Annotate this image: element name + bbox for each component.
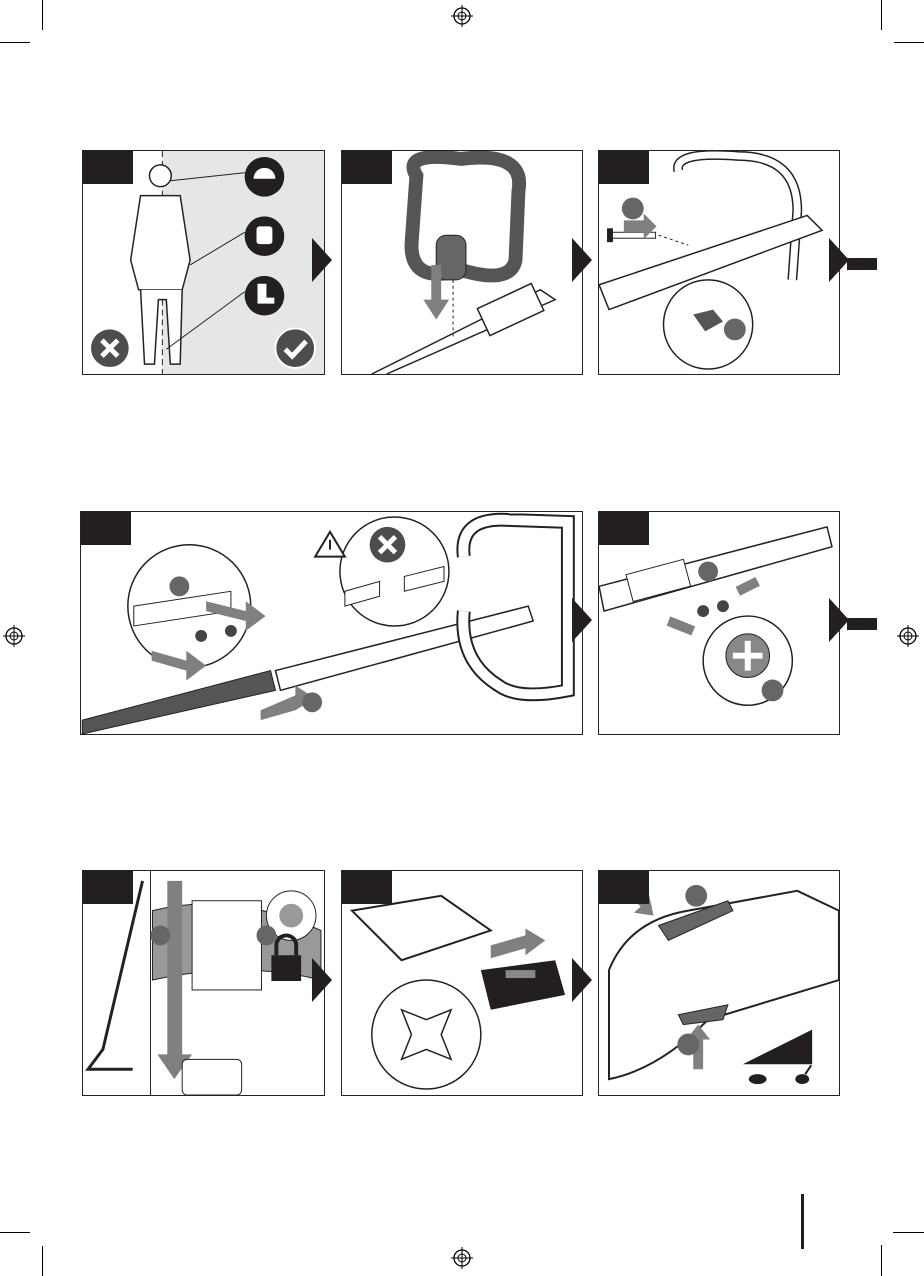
next-step-arrow-icon xyxy=(312,238,332,282)
step-label xyxy=(81,512,131,545)
screw-icon xyxy=(697,600,729,617)
panel-attach-handle xyxy=(341,150,583,375)
next-step-arrow-icon xyxy=(572,598,592,642)
step-label xyxy=(599,871,649,904)
step-label xyxy=(599,512,649,545)
arrow-icon xyxy=(491,928,546,958)
registration-mark-icon xyxy=(3,625,25,647)
helmet-goggles-icon xyxy=(245,157,285,197)
side-tab xyxy=(847,618,877,630)
crop-mark xyxy=(0,1232,30,1233)
registration-mark-icon xyxy=(451,5,473,27)
registration-mark-icon xyxy=(451,1247,473,1269)
rabbit-icon xyxy=(795,1065,811,1084)
phillips-rotate-icon xyxy=(703,616,792,705)
crop-mark xyxy=(42,0,43,30)
panel-insert-battery xyxy=(341,870,583,1096)
step-label xyxy=(342,151,392,184)
knob-rotate-icon xyxy=(663,280,752,369)
turtle-icon xyxy=(749,1074,767,1084)
crop-mark xyxy=(42,1246,43,1276)
step-label xyxy=(83,151,133,184)
side-tab xyxy=(847,258,877,270)
panel-join-shaft xyxy=(80,511,583,735)
registration-mark-icon xyxy=(897,625,919,647)
next-step-arrow-icon xyxy=(829,598,849,642)
warning-icon xyxy=(315,532,345,557)
panel-tighten-shaft-screws xyxy=(598,511,840,735)
crop-mark xyxy=(0,42,30,43)
crop-mark xyxy=(893,1232,924,1233)
step-label xyxy=(342,871,392,904)
crop-mark xyxy=(894,42,924,43)
crop-mark xyxy=(881,0,882,30)
next-step-arrow-icon xyxy=(572,238,592,282)
step-label xyxy=(83,871,133,904)
panel-ppe xyxy=(82,150,325,375)
check-icon xyxy=(275,328,315,368)
panel-fix-handle-bolt xyxy=(598,150,840,375)
next-step-arrow-icon xyxy=(829,238,849,282)
cross-icon xyxy=(91,329,129,367)
battery-icon xyxy=(481,960,565,1010)
step-label xyxy=(599,151,649,184)
next-step-arrow-icon xyxy=(312,958,332,1002)
next-step-arrow-icon xyxy=(572,958,592,1002)
panel-fit-guard xyxy=(82,870,325,1096)
boots-icon xyxy=(245,276,285,316)
crop-mark xyxy=(881,1245,882,1276)
page-number-bar xyxy=(801,1194,804,1249)
gloves-icon xyxy=(245,216,285,256)
cross-icon xyxy=(370,527,406,563)
panel-start-trigger xyxy=(598,870,840,1096)
